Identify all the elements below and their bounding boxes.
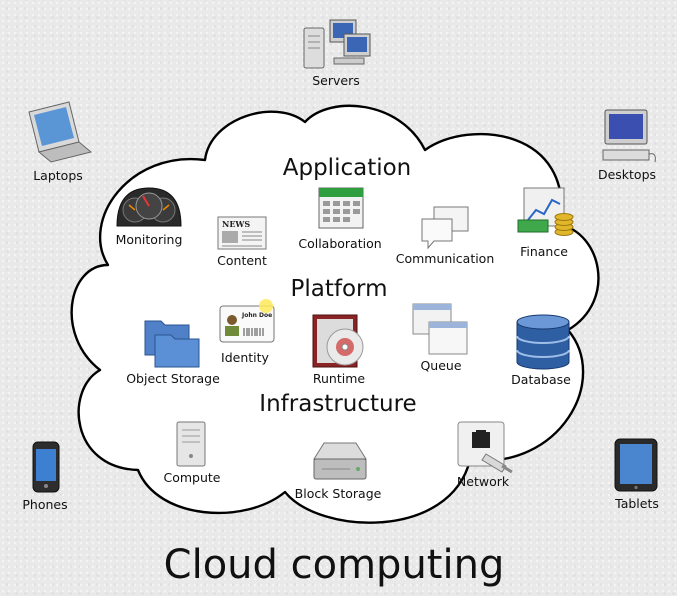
collaboration-label: Collaboration [298, 236, 382, 251]
infrastructure-heading: Infrastructure [259, 391, 417, 417]
network-label: Network [456, 474, 510, 489]
network-jack-icon [456, 420, 514, 474]
monitoring-label: Monitoring [115, 232, 183, 247]
speech-bubbles-icon [420, 205, 472, 251]
gauge-icon [113, 186, 185, 230]
phones-label: Phones [22, 497, 68, 512]
tablet-icon [614, 438, 658, 492]
desktops-label: Desktops [597, 167, 657, 182]
laptops-label: Laptops [33, 168, 83, 183]
database-icon [515, 314, 571, 370]
finance-chart-icon [516, 186, 576, 240]
content-label: Content [217, 253, 267, 268]
compute-label: Compute [163, 470, 221, 485]
queue-windows-icon [411, 302, 471, 358]
servers-label: Servers [312, 73, 360, 88]
application-heading: Application [282, 155, 412, 181]
queue-label: Queue [420, 358, 462, 373]
calendar-icon [315, 186, 367, 232]
identity-label: Identity [221, 350, 269, 365]
id-card-icon: John Doe [218, 298, 278, 346]
object-storage-label: Object Storage [126, 371, 220, 386]
phone-icon [32, 441, 60, 493]
platform-heading: Platform [290, 276, 388, 302]
servers-icon [300, 18, 372, 70]
tablets-label: Tablets [615, 496, 659, 511]
id-name-text: John Doe [241, 312, 272, 319]
finance-label: Finance [520, 244, 568, 259]
block-storage-label: Block Storage [294, 486, 382, 501]
folders-icon [143, 313, 201, 369]
diagram-title: Cloud computing [163, 542, 505, 588]
newspaper-icon: NEWS [216, 215, 268, 251]
database-label: Database [511, 372, 571, 387]
laptop-icon [25, 100, 93, 163]
runtime-disc-icon [311, 313, 367, 369]
server-tower-icon [173, 420, 209, 468]
news-text: NEWS [222, 219, 250, 229]
desktop-icon [601, 108, 657, 164]
communication-label: Communication [395, 251, 495, 266]
runtime-label: Runtime [312, 371, 366, 386]
hard-drive-icon [312, 441, 368, 483]
